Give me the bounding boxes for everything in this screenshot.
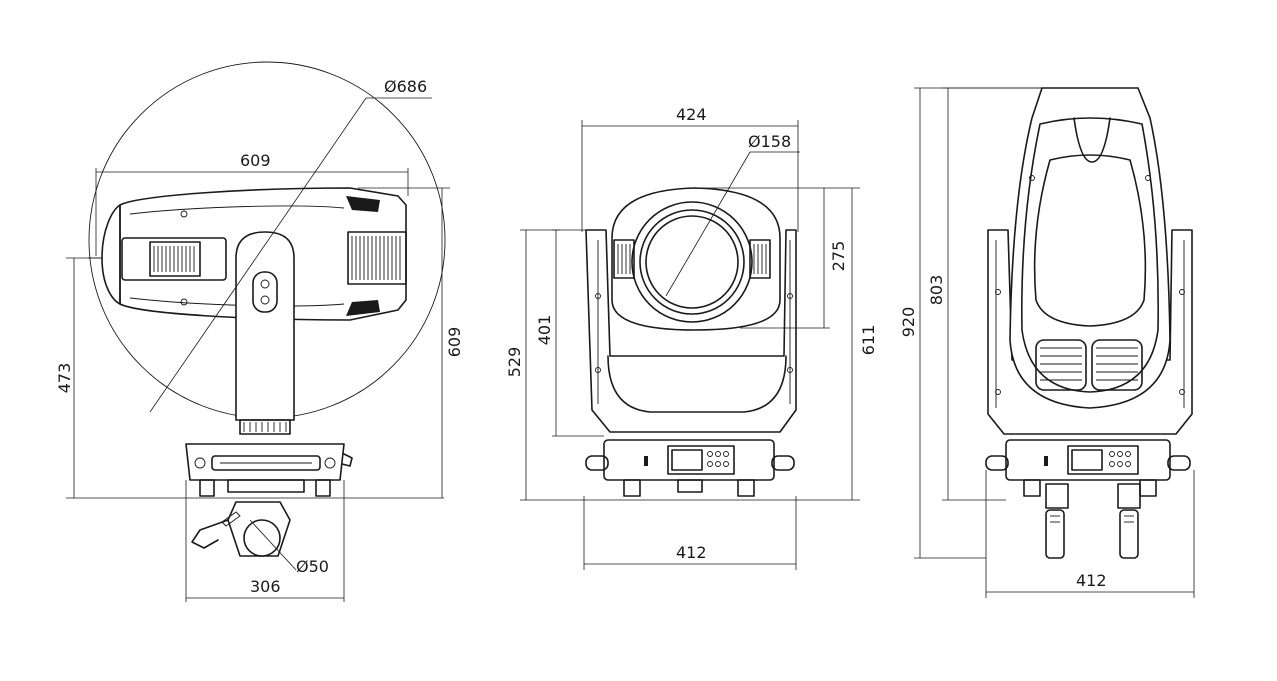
side-dimensions [66, 97, 450, 602]
side-head-vent [153, 246, 195, 272]
side-clamp [191, 501, 291, 557]
rear-base [985, 439, 1191, 559]
front-dim-lens-diameter: Ø158 [748, 132, 791, 151]
rear-head [1009, 87, 1171, 409]
front-dim-arm-height: 401 [535, 315, 554, 346]
rear-view [914, 87, 1195, 598]
front-head [611, 187, 781, 331]
side-rear-fins [351, 236, 401, 280]
side-head [88, 187, 407, 321]
side-dim-pivot-height: 473 [55, 363, 74, 394]
front-dim-width-top: 424 [676, 105, 707, 124]
dimension-labels: Ø686 609 473 609 Ø50 306 424 Ø158 275 40… [55, 77, 1107, 596]
side-dim-clamp-diameter: Ø50 [296, 557, 329, 576]
front-base [585, 439, 795, 497]
side-view [66, 61, 450, 602]
front-dim-total-height: 611 [859, 325, 878, 356]
front-dimensions [520, 120, 860, 570]
side-dim-diameter-head: Ø686 [384, 77, 427, 96]
rear-dim-body-height: 803 [927, 275, 946, 306]
front-dim-base-width: 412 [676, 543, 707, 562]
front-lens [631, 201, 753, 323]
side-base [185, 443, 353, 497]
rear-dim-total-height: 920 [899, 307, 918, 338]
side-yoke-arm [235, 231, 295, 435]
side-dim-total-height: 609 [445, 327, 464, 358]
front-dim-head-height: 275 [829, 241, 848, 272]
front-dim-tilt-height: 529 [505, 347, 524, 378]
rear-dimensions [914, 87, 1195, 598]
side-dim-base-width: 306 [250, 577, 281, 596]
front-yoke [585, 229, 797, 433]
rear-dim-base-width: 412 [1076, 571, 1107, 590]
side-dim-head-length: 609 [240, 151, 271, 170]
front-view [520, 120, 860, 570]
